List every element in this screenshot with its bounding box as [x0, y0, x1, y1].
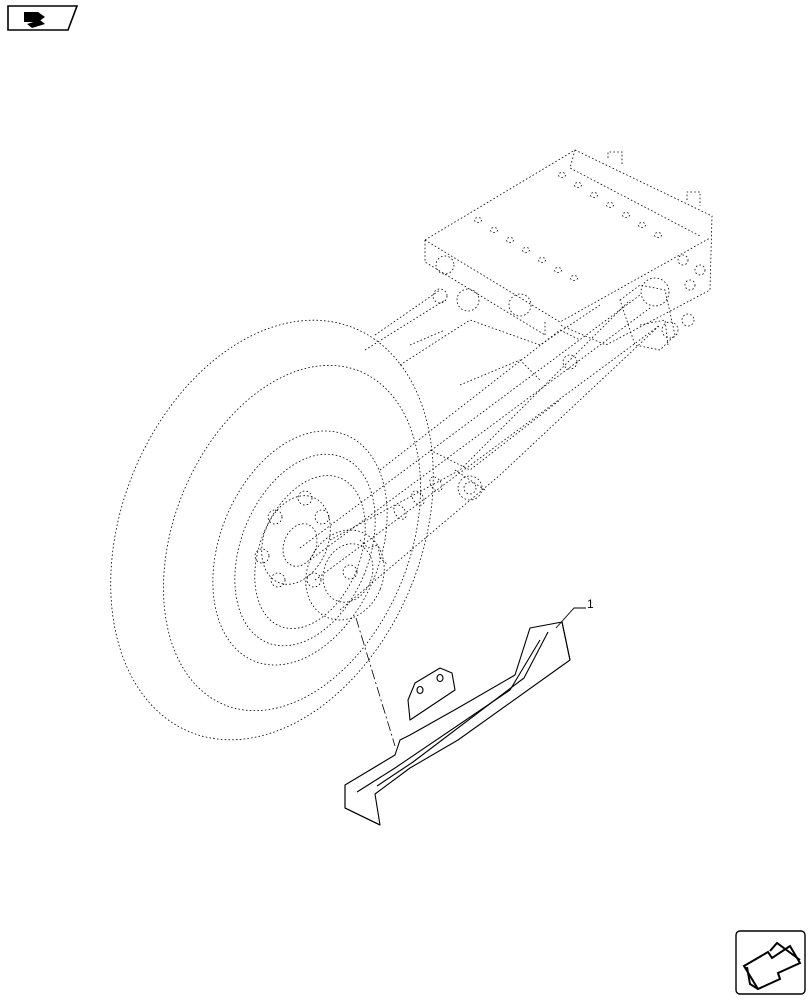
chain-guard-shield[interactable] [344, 621, 571, 826]
frame-holes [474, 172, 662, 281]
lug-nuts [254, 490, 330, 588]
sprocket [305, 529, 389, 621]
drive-chain [329, 299, 661, 611]
frame-bolts [432, 254, 706, 339]
callout-1: 1 [555, 597, 594, 629]
reference-assembly [110, 149, 713, 741]
trailing-arm [299, 289, 661, 581]
installation-centerline [355, 617, 396, 747]
callout-1-label: 1 [587, 597, 594, 611]
rear-bracket [619, 284, 676, 351]
arm-holes [393, 354, 578, 520]
wheel-rim [212, 430, 388, 666]
main-frame [424, 149, 713, 346]
previous-page-arrow-icon[interactable] [7, 5, 79, 31]
next-page-arrow-icon[interactable] [735, 930, 806, 995]
tire [110, 319, 434, 741]
